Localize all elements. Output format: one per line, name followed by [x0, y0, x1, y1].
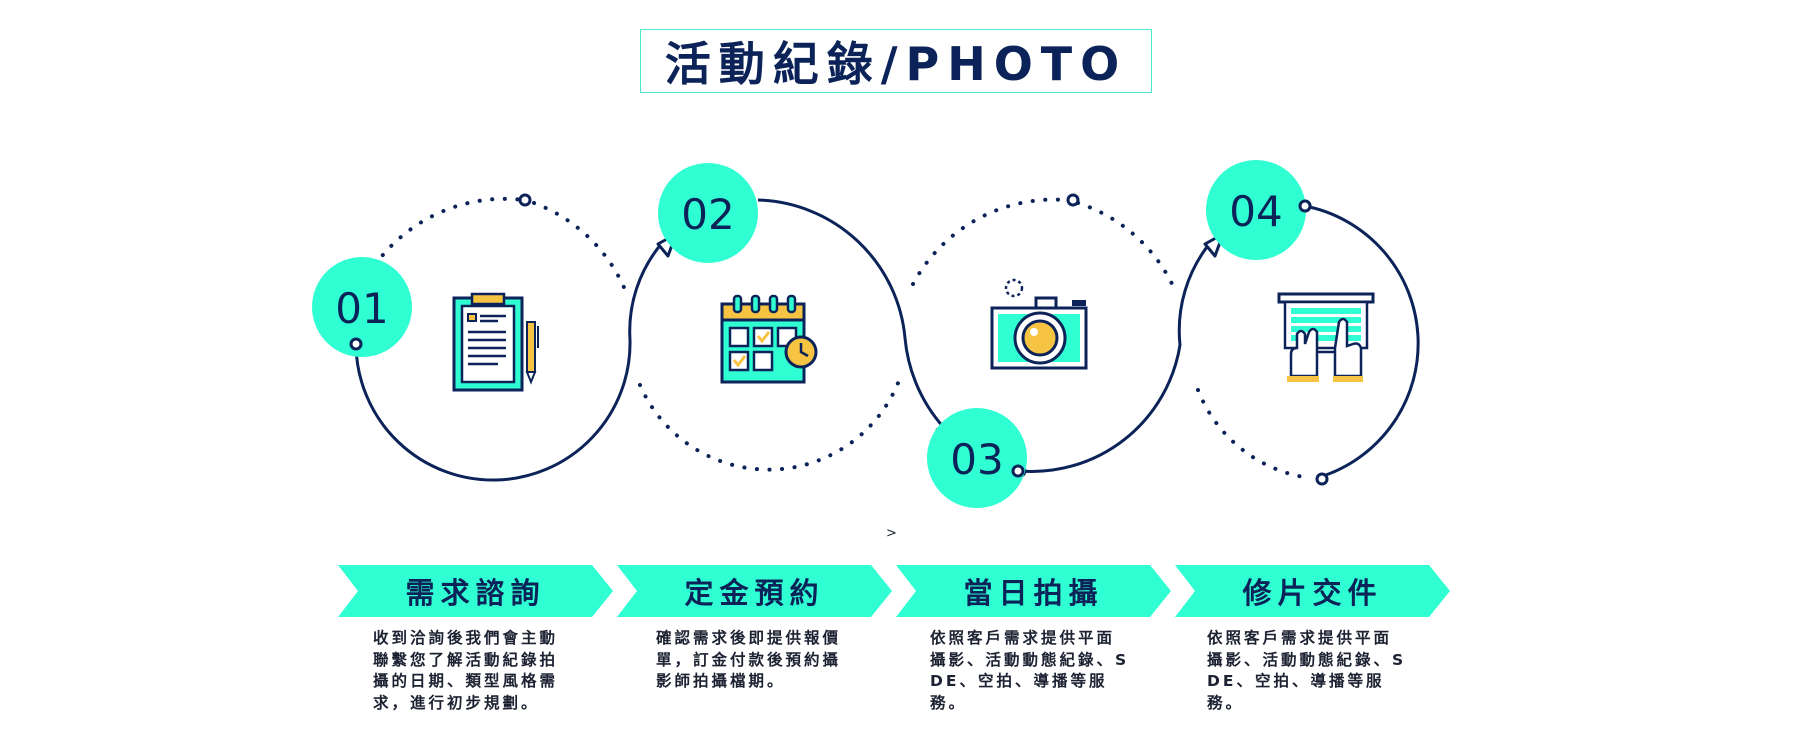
step-ribbon-2: 定金預約 [617, 565, 892, 617]
ring-marker [1298, 199, 1312, 213]
step-description-2: 確認需求後即提供報價單，訂金付款後預約攝影師拍攝檔期。 [656, 629, 842, 690]
step-label: 需求諮詢 [405, 576, 546, 610]
page-title: 活動紀錄/PHOTO [664, 37, 1128, 91]
step-number: 03 [950, 435, 1003, 484]
dotted-arc-4 [911, 197, 1068, 286]
step-label: 修片交件 [1242, 576, 1383, 610]
connector-lines [354, 198, 1420, 482]
step-label: 當日拍攝 [963, 576, 1104, 610]
solid-arc-3 [757, 198, 950, 434]
dotted-arc-3 [638, 381, 900, 472]
step-circle-03: 03 [927, 408, 1027, 508]
step-description-3: 依照客戶需求提供平面攝影、活動動態紀錄、SDE、空拍、導播等服務。 [930, 629, 1130, 712]
solid-arc-4 [1019, 242, 1212, 473]
step-ribbon-4: 修片交件 [1175, 565, 1450, 617]
solid-arc-5 [1304, 204, 1420, 479]
ring-marker [518, 193, 532, 207]
dotted-arc-6 [1196, 388, 1312, 480]
step-label: 定金預約 [684, 576, 825, 610]
dotted-arcs [373, 196, 1312, 480]
ring-marker [1066, 193, 1080, 207]
ring-marker [1011, 464, 1025, 478]
dotted-arc-5 [1076, 201, 1176, 290]
step-ribbon-3: 當日拍攝 [896, 565, 1171, 617]
step-ribbon-1: 需求諮詢 [338, 565, 613, 617]
title-box: 活動紀錄/PHOTO [640, 29, 1152, 93]
camera-icon [990, 278, 1088, 370]
solid-arc-2 [628, 242, 664, 341]
process-diagram: 01 02 03 04 [312, 160, 1420, 508]
step-number: 01 [335, 284, 388, 333]
ring-marker [349, 337, 363, 351]
step-description-1: 收到洽詢後我們會主動聯繫您了解活動紀錄拍攝的日期、類型風格需求，進行初步規劃。 [373, 629, 559, 712]
calendar-icon [720, 294, 818, 384]
clipboard-icon [452, 292, 539, 392]
dotted-arc-2 [532, 201, 628, 294]
solid-arc-1 [354, 339, 632, 482]
laptop-typing-icon [1277, 292, 1375, 382]
step-description-4: 依照客戶需求提供平面攝影、活動動態紀錄、SDE、空拍、導播等服務。 [1207, 629, 1407, 712]
dotted-arc-1 [373, 196, 526, 267]
step-circle-04: 04 [1206, 160, 1306, 260]
step-circle-01: 01 [312, 257, 412, 357]
step-number: 02 [681, 190, 734, 239]
ring-marker [1315, 472, 1329, 486]
small-arrow-symbol: > [886, 526, 897, 541]
ring-markers-top [349, 199, 1312, 478]
step-number: 04 [1229, 187, 1282, 236]
step-circle-02: 02 [658, 163, 758, 263]
